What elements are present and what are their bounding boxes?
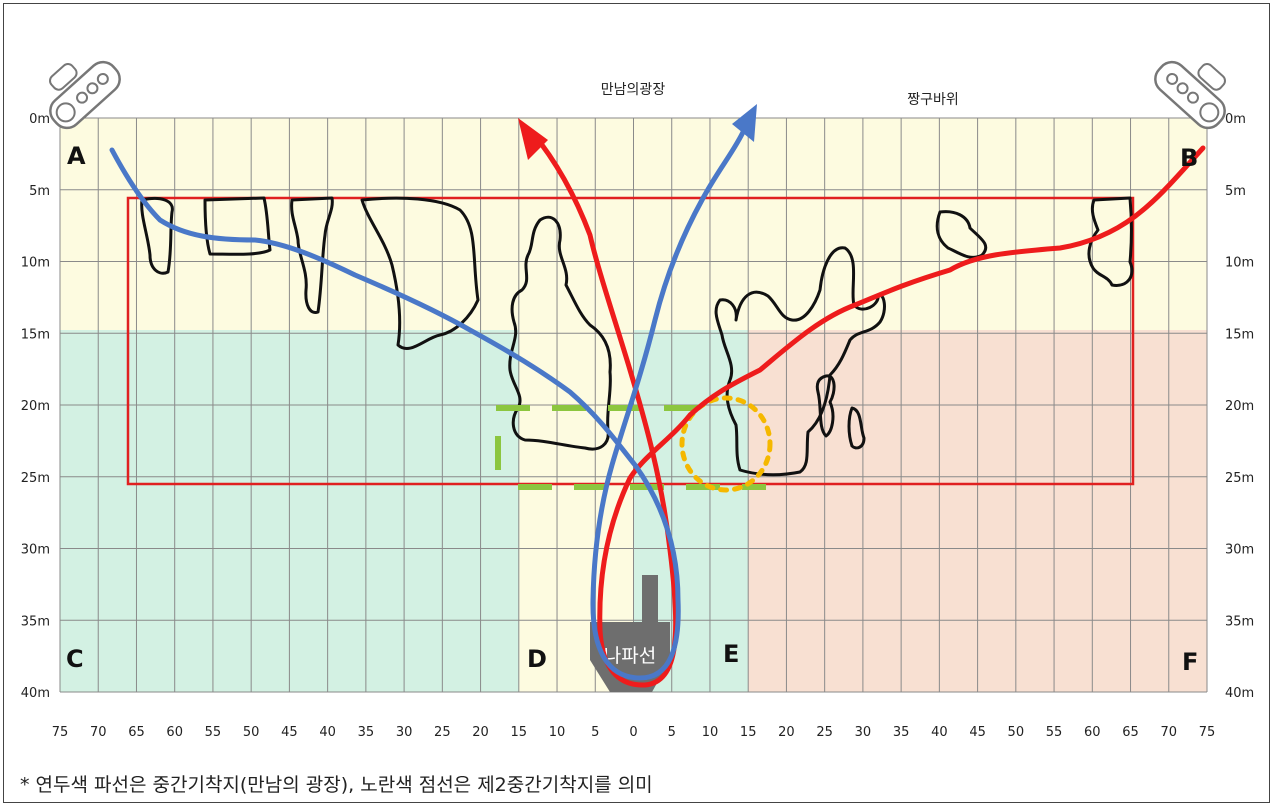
depth-label: 5m: [1225, 184, 1246, 199]
distance-label: 50: [243, 725, 260, 740]
distance-label: 30: [396, 725, 413, 740]
second-waypoint-dotted: [679, 395, 773, 493]
rock-outline: [290, 196, 334, 315]
route-blue-arrowhead: [732, 104, 757, 142]
point-letters: A B C D E F: [66, 142, 1198, 676]
distance-label: 35: [893, 725, 910, 740]
distance-label: 45: [281, 725, 298, 740]
distance-label: 55: [1046, 725, 1063, 740]
rock-outline: [140, 197, 174, 275]
depth-label: 0m: [1225, 112, 1246, 127]
point-a: A: [67, 142, 86, 170]
depth-label: 30m: [21, 543, 50, 558]
distance-label: 25: [434, 725, 451, 740]
depth-label: 20m: [1225, 399, 1254, 414]
route-blue: [109, 127, 747, 681]
distance-label: 60: [166, 725, 183, 740]
distance-label: 70: [90, 725, 107, 740]
point-c: C: [66, 645, 84, 673]
distance-label: 40: [319, 725, 336, 740]
rock-outline: [360, 196, 480, 350]
diagram-frame: [3, 3, 1270, 803]
depth-label: 35m: [21, 614, 50, 629]
distance-label: 55: [205, 725, 222, 740]
distance-label: 5: [591, 725, 599, 740]
boat-label: 나파선: [604, 645, 656, 667]
depth-label: 40m: [1225, 686, 1254, 701]
depth-label: 10m: [1225, 256, 1254, 271]
point-d: D: [527, 645, 547, 673]
distance-label: 70: [1160, 725, 1177, 740]
route-red: [529, 129, 1206, 688]
distance-label: 45: [969, 725, 986, 740]
distance-label: 10: [702, 725, 719, 740]
distance-label: 25: [816, 725, 833, 740]
rock-outline: [815, 374, 836, 438]
distance-label: 15: [740, 725, 757, 740]
first-waypoint-dashed: [495, 405, 766, 490]
distance-label: 35: [358, 725, 375, 740]
point-b: B: [1180, 144, 1198, 172]
diver-icon-right: [1154, 60, 1226, 130]
rock-outline: [847, 406, 866, 450]
depth-label: 25m: [21, 471, 50, 486]
distance-label: 20: [778, 725, 795, 740]
distance-label: 75: [52, 725, 69, 740]
depth-label: 40m: [21, 686, 50, 701]
depth-label: 20m: [21, 399, 50, 414]
depth-label: 25m: [1225, 471, 1254, 486]
rock-outline: [1087, 196, 1134, 287]
distance-label: 75: [1199, 725, 1216, 740]
route-red-arrowhead: [518, 118, 548, 160]
depth-label: 30m: [1225, 543, 1254, 558]
rock-outlines: [140, 196, 1134, 477]
rock-outline: [203, 196, 272, 256]
distance-label: 60: [1084, 725, 1101, 740]
rock-outline: [935, 210, 988, 259]
depth-label: 35m: [1225, 614, 1254, 629]
depth-axis-left: 0m 5m 10m 15m 20m 25m 30m 35m 40m: [21, 112, 50, 701]
label-plaza: 만남의광장: [601, 82, 666, 98]
distance-label: 65: [128, 725, 145, 740]
caption-note: * 연두색 파선은 중간기착지(만남의 광장), 노란색 점선은 제2중간기착지…: [20, 774, 653, 796]
depth-label: 10m: [21, 256, 50, 271]
label-rock: 짱구바위: [907, 92, 959, 108]
rock-outline: [508, 215, 612, 451]
rock-outline: [714, 246, 886, 477]
distance-label: 20: [472, 725, 489, 740]
depth-label: 0m: [29, 112, 50, 127]
depth-label: 15m: [21, 327, 50, 342]
distance-label: 40: [931, 725, 948, 740]
point-f: F: [1182, 648, 1198, 676]
depth-label: 5m: [29, 184, 50, 199]
point-e: E: [723, 640, 739, 668]
distance-label: 50: [1008, 725, 1025, 740]
distance-label: 30: [855, 725, 872, 740]
distance-label: 5: [668, 725, 676, 740]
depth-axis-right: 0m 5m 10m 15m 20m 25m 30m 35m 40m: [1225, 112, 1254, 701]
distance-label: 0: [629, 725, 637, 740]
distance-label: 10: [549, 725, 566, 740]
distance-label: 15: [511, 725, 528, 740]
diver-icon-left: [49, 60, 121, 130]
depth-label: 15m: [1225, 327, 1254, 342]
distance-label: 65: [1122, 725, 1139, 740]
